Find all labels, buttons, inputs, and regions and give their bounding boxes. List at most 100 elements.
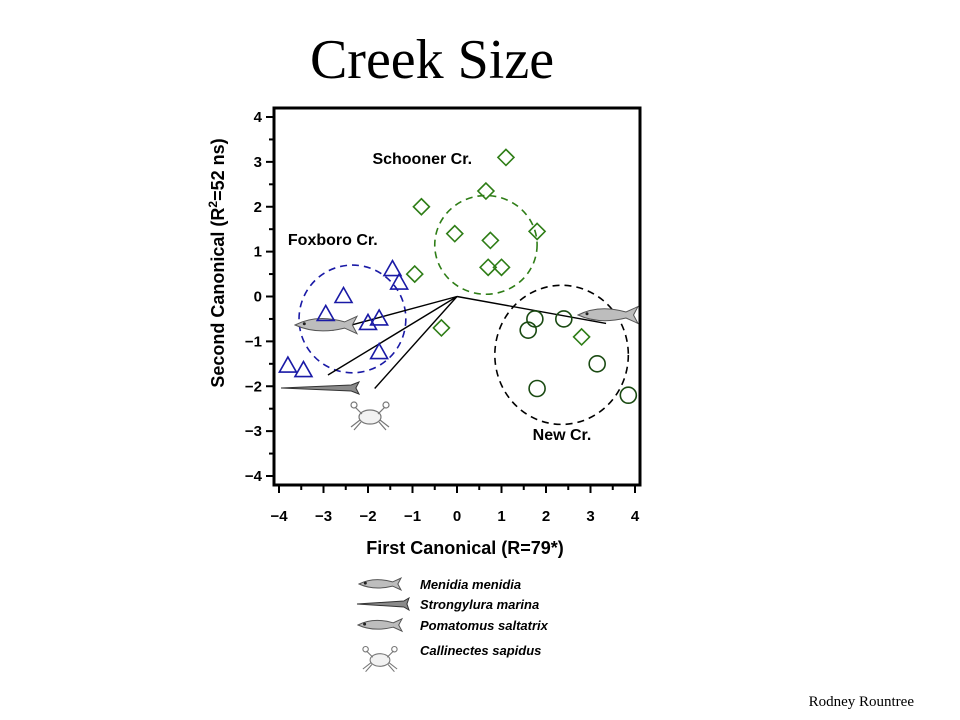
legend-label-callinectes-sapidus: Callinectes sapidus — [420, 643, 541, 658]
point-foxboro-cr — [293, 359, 314, 378]
point-foxboro-cr — [382, 258, 403, 277]
fish-body — [356, 617, 404, 633]
point-foxboro-cr — [369, 308, 389, 326]
ellipse-new-cr — [494, 284, 630, 426]
crab-shell — [369, 653, 391, 667]
crab-leg — [353, 421, 362, 431]
annotation-foxboro-cr: Foxboro Cr. — [288, 232, 378, 249]
x-tick-label: 1 — [497, 508, 505, 525]
crab-leg — [354, 406, 363, 415]
crab-leg — [378, 421, 387, 431]
fish-eye — [302, 322, 306, 326]
needlefish-body — [280, 381, 361, 395]
crab-claw — [362, 645, 369, 653]
slide-title: Creek Size — [309, 29, 555, 91]
y-tick-label: −1 — [245, 333, 262, 350]
point-schooner-cr — [496, 148, 516, 167]
vector-callinectes-sapidus — [374, 296, 458, 389]
point-schooner-cr — [412, 197, 431, 216]
point-schooner-cr — [481, 231, 500, 250]
crab-claw — [391, 645, 398, 653]
y-tick-label: −4 — [245, 468, 263, 485]
legend-menidia-icon — [357, 577, 403, 591]
x-tick-label: −3 — [315, 508, 332, 525]
fish-eye — [363, 581, 367, 585]
point-foxboro-cr — [333, 285, 354, 304]
legend-label-pomatomus-saltatrix: Pomatomus saltatrix — [420, 618, 549, 633]
menidia-fish-icon — [576, 305, 640, 325]
annotation-schooner-cr: Schooner Cr. — [372, 151, 472, 168]
point-schooner-cr — [479, 258, 498, 277]
crab-leg — [362, 662, 372, 670]
y-axis-label: Second Canonical (R2=52 ns) — [206, 138, 228, 387]
author-credit: Rodney Rountree — [808, 694, 914, 710]
vector-strongylura-marina — [327, 295, 458, 376]
point-schooner-cr — [492, 258, 511, 277]
crab-leg — [377, 406, 386, 415]
y-tick-label: −2 — [245, 378, 262, 395]
legend-label-strongylura-marina: Strongylura marina — [420, 597, 539, 612]
x-tick-label: 3 — [586, 508, 594, 525]
crab-leg — [387, 664, 395, 673]
y-tick-label: 0 — [254, 289, 262, 306]
point-schooner-cr — [476, 181, 496, 201]
needlefish-body — [356, 596, 410, 612]
crab-claw — [350, 401, 358, 409]
crab-leg — [365, 664, 373, 673]
crab-leg — [350, 419, 361, 428]
crab-leg — [366, 650, 374, 658]
point-schooner-cr — [445, 224, 464, 243]
point-new-cr — [588, 355, 606, 373]
strongylura-fish-icon — [280, 381, 361, 395]
y-axis-label-tail: =52 ns) — [208, 138, 228, 201]
point-new-cr — [619, 386, 638, 405]
x-tick-label: −1 — [404, 508, 421, 525]
legend-pomatomus-icon — [356, 617, 404, 633]
pomatomus-fish-icon — [293, 315, 359, 335]
x-tick-label: −2 — [359, 508, 376, 525]
point-foxboro-cr — [278, 355, 298, 373]
x-axis-label: First Canonical (R=79*) — [366, 538, 564, 558]
fish-body — [357, 577, 403, 591]
y-tick-label: 4 — [254, 109, 263, 126]
y-tick-label: 3 — [254, 154, 262, 171]
x-tick-label: 0 — [453, 508, 461, 525]
crab-icon — [350, 401, 390, 431]
fish-eye — [363, 622, 367, 626]
legend-crab-icon — [362, 645, 398, 673]
point-schooner-cr — [572, 327, 591, 347]
legend-label-menidia-menidia: Menidia menidia — [420, 577, 521, 592]
point-schooner-cr — [527, 222, 547, 241]
y-tick-label: 2 — [254, 199, 262, 216]
fish-body — [293, 315, 359, 335]
legend-strongylura-icon — [356, 596, 410, 612]
crab-leg — [388, 662, 398, 670]
point-foxboro-cr — [315, 303, 336, 322]
point-schooner-cr — [432, 318, 451, 338]
vector-pomatomus-saltatrix — [332, 295, 458, 331]
crab-claw — [382, 401, 390, 409]
y-axis-label-sup: 2 — [206, 201, 220, 208]
crab-leg — [379, 419, 390, 428]
fish-eye — [585, 312, 589, 316]
y-axis-label-main: Second Canonical (R — [208, 208, 228, 388]
ellipse-foxboro-cr — [298, 264, 407, 374]
point-foxboro-cr — [369, 341, 389, 360]
vector-menidia-menidia — [456, 295, 607, 325]
crab-shell — [358, 409, 382, 425]
point-new-cr — [528, 379, 546, 398]
x-tick-label: −4 — [270, 508, 288, 525]
y-tick-label: −3 — [245, 423, 262, 440]
point-new-cr — [554, 310, 573, 328]
point-foxboro-cr — [389, 272, 410, 290]
point-new-cr — [526, 310, 544, 328]
x-tick-label: 2 — [542, 508, 550, 525]
ellipse-schooner-cr — [433, 194, 538, 296]
y-tick-label: 1 — [254, 244, 262, 261]
annotation-new-cr: New Cr. — [533, 427, 592, 444]
point-schooner-cr — [405, 264, 424, 284]
x-tick-label: 4 — [631, 508, 640, 525]
crab-leg — [386, 650, 394, 658]
fish-body — [576, 305, 640, 325]
